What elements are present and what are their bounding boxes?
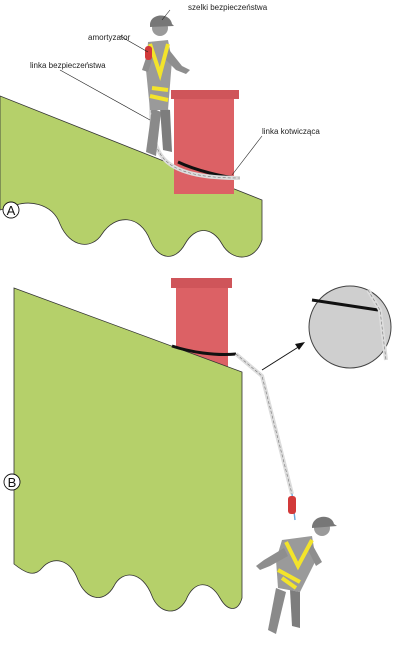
label-harness: szelki bezpieczeństwa xyxy=(188,3,268,12)
panel-b: B xyxy=(3,278,392,634)
absorber-b xyxy=(288,496,296,514)
absorber-a xyxy=(145,46,152,60)
lanyard-b xyxy=(234,352,294,495)
panel-b-letter: B xyxy=(8,475,17,490)
detail-arrow xyxy=(261,345,301,371)
label-lanyard: linka bezpieczeństwa xyxy=(30,61,106,70)
panel-b-marker xyxy=(3,473,21,491)
anchor-line-b xyxy=(171,344,237,356)
detail-view xyxy=(308,285,392,369)
worker-b xyxy=(256,516,337,634)
roof-b xyxy=(13,287,243,612)
panel-a-marker xyxy=(2,201,20,219)
panel-a: szelki bezpieczeństwa amortyzator linka … xyxy=(0,3,320,258)
panel-a-letter: A xyxy=(7,203,16,218)
worker-a xyxy=(142,15,190,156)
label-absorber: amortyzator xyxy=(88,33,131,42)
label-anchor-line: linka kotwicząca xyxy=(262,127,320,136)
roof-a xyxy=(0,95,263,258)
